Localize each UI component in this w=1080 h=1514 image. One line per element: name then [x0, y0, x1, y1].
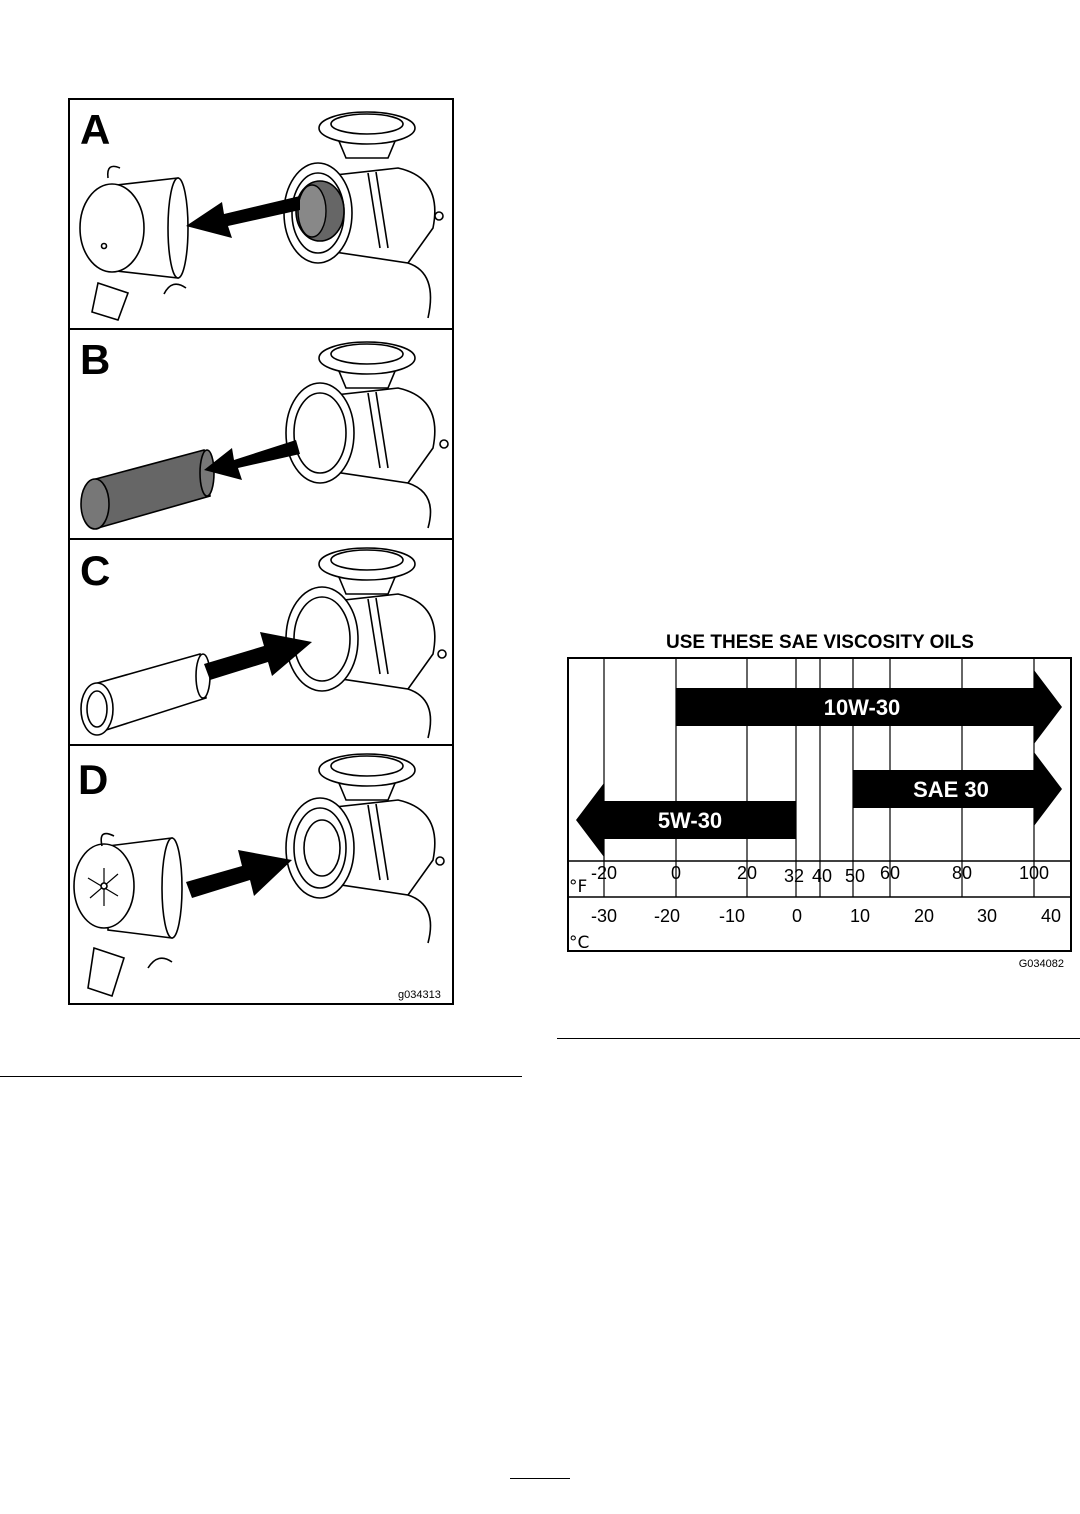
band-5w-30: 5W-30 [576, 783, 796, 857]
celsius-tick-labels: -30 -20 -10 0 10 20 30 40 [591, 906, 1061, 926]
figure-code: G034082 [1019, 958, 1064, 970]
panel-c: C [80, 547, 447, 739]
cover-illustration [73, 832, 183, 998]
install-arrow-icon [186, 850, 292, 898]
fahrenheit-unit: °F [569, 877, 587, 897]
band-5w-30-label: 5W-30 [658, 808, 722, 833]
filter-element-illustration [80, 448, 215, 530]
celsius-tick-label: -30 [591, 906, 617, 926]
figure-code: g034313 [398, 989, 441, 1001]
install-arrow-icon [204, 632, 312, 680]
remove-arrow-icon [204, 440, 300, 480]
fahrenheit-tick-label: 32 [784, 866, 804, 886]
fahrenheit-tick-label: 50 [845, 866, 865, 886]
remove-arrow-icon [186, 196, 300, 238]
band-sae-30-label: SAE 30 [913, 777, 989, 802]
air-cleaner-figure: A B [68, 98, 454, 1005]
air-cleaner-housing-illustration [285, 547, 447, 739]
celsius-tick-label: -20 [654, 906, 680, 926]
band-5w-30-arrow [576, 783, 796, 857]
band-10w-30: 10W-30 [676, 670, 1062, 744]
panel-letter-a: A [80, 106, 110, 153]
page-footer-rule [510, 1478, 570, 1479]
fahrenheit-tick-labels: -20 0 20 32 40 50 60 80 100 [591, 863, 1049, 886]
band-10w-30-arrow [676, 670, 1062, 744]
band-sae-30-arrow [853, 752, 1062, 826]
air-cleaner-housing-illustration [285, 341, 449, 529]
celsius-tick-label: 20 [914, 906, 934, 926]
section-rule-left [0, 1076, 522, 1077]
fahrenheit-tick-label: 0 [671, 863, 681, 883]
air-cleaner-housing-illustration [285, 753, 445, 944]
celsius-tick-label: 30 [977, 906, 997, 926]
panel-a: A [79, 106, 444, 321]
celsius-tick-label: 40 [1041, 906, 1061, 926]
band-sae-30: SAE 30 [853, 752, 1062, 826]
cover-illustration [79, 165, 189, 321]
panel-letter-b: B [80, 336, 110, 383]
fahrenheit-tick-label: 60 [880, 863, 900, 883]
inner-filter-illustration [295, 180, 345, 242]
fahrenheit-tick-label: 100 [1019, 863, 1049, 883]
celsius-tick-label: -10 [719, 906, 745, 926]
fahrenheit-tick-label: 80 [952, 863, 972, 883]
oil-viscosity-chart: USE THESE SAE VISCOSITY OILS 10W-30 SAE … [567, 632, 1072, 970]
celsius-unit: °C [569, 933, 589, 953]
chart-title: USE THESE SAE VISCOSITY OILS [666, 632, 974, 653]
fahrenheit-tick-label: 40 [812, 866, 832, 886]
band-10w-30-label: 10W-30 [824, 695, 901, 720]
celsius-tick-label: 10 [850, 906, 870, 926]
celsius-tick-label: 0 [792, 906, 802, 926]
panel-b: B [80, 336, 449, 530]
fahrenheit-tick-label: -20 [591, 863, 617, 883]
panel-letter-c: C [80, 547, 110, 594]
panel-d: D [73, 753, 445, 998]
filter-element-illustration [80, 652, 211, 736]
section-rule-right [557, 1038, 1080, 1039]
panel-letter-d: D [78, 756, 108, 803]
fahrenheit-tick-label: 20 [737, 863, 757, 883]
